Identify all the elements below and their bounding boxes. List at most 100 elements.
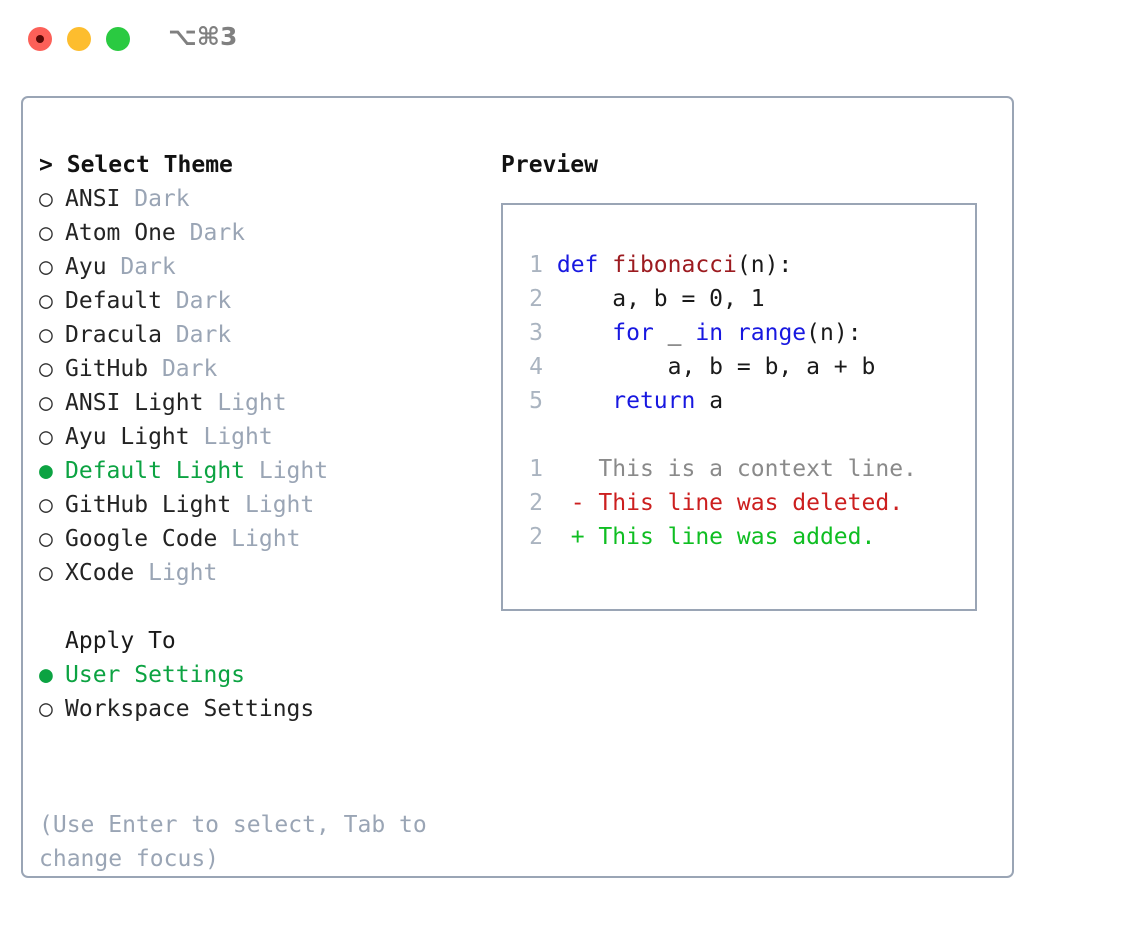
theme-name-label: Google Code bbox=[65, 526, 218, 552]
theme-name-label: GitHub Light bbox=[65, 492, 232, 518]
radio-unselected-icon[interactable]: ○ bbox=[39, 220, 53, 246]
diff-line: 2 + This line was added. bbox=[515, 520, 917, 554]
theme-variant-label: Light bbox=[203, 390, 287, 416]
line-number: 2 bbox=[529, 490, 543, 516]
theme-name-label: Default Light bbox=[65, 458, 246, 484]
code-token: range bbox=[736, 320, 807, 346]
theme-variant-label: Light bbox=[134, 560, 218, 586]
code-token: for bbox=[612, 320, 654, 346]
theme-list-item[interactable]: ○ Ayu Dark bbox=[39, 250, 479, 284]
theme-list-item[interactable]: ○ANSI Dark bbox=[39, 182, 479, 216]
theme-list-item[interactable]: ○ XCode Light bbox=[39, 556, 479, 590]
radio-unselected-icon[interactable]: ○ bbox=[39, 254, 53, 280]
radio-unselected-icon[interactable]: ○ bbox=[39, 424, 53, 450]
code-token: (n): bbox=[736, 252, 793, 278]
select-theme-label: Select Theme bbox=[66, 152, 233, 178]
apply-to-item[interactable]: ○ Workspace Settings bbox=[39, 692, 479, 726]
radio-selected-icon[interactable]: ● bbox=[39, 662, 53, 688]
code-line: 3 for _ in range(n): bbox=[515, 316, 917, 350]
radio-unselected-icon[interactable]: ○ bbox=[39, 356, 53, 382]
code-token: def bbox=[556, 252, 613, 278]
maximize-button-icon[interactable] bbox=[106, 27, 130, 51]
keyboard-hint-text: (Use Enter to select, Tab to change focu… bbox=[39, 812, 441, 872]
theme-variant-label: Light bbox=[231, 492, 315, 518]
theme-list-item[interactable]: ○ Atom One Dark bbox=[39, 216, 479, 250]
theme-selector-column: > Select Theme ○ANSI Dark○Atom One Dark○… bbox=[39, 148, 479, 726]
theme-list-item[interactable]: ○ ANSI Light Light bbox=[39, 386, 479, 420]
line-number: 1 bbox=[529, 252, 543, 278]
title-bar: ⌥⌘3 bbox=[0, 0, 1140, 78]
theme-name-label: Ayu Light bbox=[65, 424, 190, 450]
minimize-button-icon[interactable] bbox=[67, 27, 91, 51]
theme-list-item[interactable]: ○ GitHub Dark bbox=[39, 352, 479, 386]
code-token: a, b = 0, 1 bbox=[556, 286, 765, 312]
content-panel: > Select Theme ○ANSI Dark○Atom One Dark○… bbox=[21, 96, 1014, 878]
theme-list-item[interactable]: ○Default Dark bbox=[39, 284, 479, 318]
line-number: 5 bbox=[529, 388, 543, 414]
radio-unselected-icon[interactable]: ○ bbox=[39, 288, 53, 314]
theme-name-label: Default bbox=[65, 288, 162, 314]
theme-name-label: Ayu bbox=[65, 254, 107, 280]
theme-list-item[interactable]: ● Default Light Light bbox=[39, 454, 479, 488]
theme-variant-label: Light bbox=[217, 526, 301, 552]
radio-unselected-icon[interactable]: ○ bbox=[39, 696, 53, 722]
apply-to-list: ● User Settings ○ Workspace Settings bbox=[39, 658, 479, 726]
preview-column: Preview bbox=[501, 148, 991, 182]
radio-unselected-icon[interactable]: ○ bbox=[39, 186, 53, 212]
apply-to-label: Workspace Settings bbox=[65, 696, 315, 722]
line-number: 2 bbox=[529, 286, 543, 312]
code-token: (n): bbox=[806, 320, 862, 346]
radio-unselected-icon[interactable]: ○ bbox=[39, 390, 53, 416]
code-line: 1 def fibonacci(n): bbox=[515, 248, 917, 282]
theme-variant-label: Dark bbox=[106, 254, 176, 280]
diff-text: This is a context line. bbox=[598, 456, 917, 482]
keyboard-shortcut-label: ⌥⌘3 bbox=[168, 22, 238, 51]
apply-to-heading: Apply To bbox=[65, 628, 176, 654]
theme-list: ○ ANSI Dark ○ Atom One Dark ○ Ayu Dark ○ Defaul… bbox=[39, 182, 479, 590]
code-token: return bbox=[612, 388, 696, 414]
theme-name-label: GitHub bbox=[65, 356, 149, 382]
code-token bbox=[557, 388, 612, 414]
code-token: fibonacci bbox=[612, 252, 737, 278]
theme-name-label: ANSI Light bbox=[65, 390, 204, 416]
theme-list-item[interactable]: ○ Dracula Dark bbox=[39, 318, 479, 352]
theme-name-label: XCode bbox=[65, 560, 135, 586]
close-button-icon[interactable] bbox=[28, 27, 52, 51]
theme-variant-label: Light bbox=[189, 424, 273, 450]
radio-selected-icon[interactable]: ● bbox=[39, 458, 53, 484]
theme-list-item[interactable]: ○ GitHub Light Light bbox=[39, 488, 479, 522]
line-number: 3 bbox=[529, 320, 543, 346]
code-token bbox=[723, 320, 737, 346]
theme-variant-label: Dark bbox=[175, 220, 246, 246]
code-line: 4 a, b = b, a + b bbox=[515, 350, 917, 384]
theme-variant-label: Light bbox=[245, 458, 329, 484]
code-blank-line bbox=[515, 418, 917, 452]
apply-to-label: User Settings bbox=[65, 662, 246, 688]
diff-text: This line was deleted. bbox=[598, 490, 904, 516]
diff-marker: + bbox=[570, 524, 599, 550]
radio-unselected-icon[interactable]: ○ bbox=[39, 492, 53, 518]
preview-heading: Preview bbox=[501, 152, 598, 178]
theme-name-label: ANSI bbox=[65, 186, 121, 212]
line-number: 2 bbox=[529, 524, 543, 550]
radio-unselected-icon[interactable]: ○ bbox=[39, 560, 53, 586]
theme-list-item[interactable]: ○ Ayu Light Light bbox=[39, 420, 479, 454]
theme-name-label: Atom One bbox=[65, 220, 176, 246]
diff-text: This line was added. bbox=[598, 524, 876, 550]
radio-unselected-icon[interactable]: ○ bbox=[39, 526, 53, 552]
apply-to-item[interactable]: ● User Settings bbox=[39, 658, 479, 692]
code-line: 5 return a bbox=[515, 384, 917, 418]
theme-name-label: Dracula bbox=[65, 322, 162, 348]
line-number: 1 bbox=[529, 456, 543, 482]
theme-list-item[interactable]: ○ Google Code Light bbox=[39, 522, 479, 556]
code-token: in bbox=[695, 320, 724, 346]
theme-variant-label: Dark bbox=[148, 356, 218, 382]
code-token: a bbox=[695, 388, 724, 414]
theme-variant-label: Dark bbox=[161, 322, 232, 348]
radio-unselected-icon[interactable]: ○ bbox=[39, 322, 53, 348]
diff-marker bbox=[571, 456, 599, 482]
diff-line: 1 This is a context line. bbox=[515, 452, 917, 486]
